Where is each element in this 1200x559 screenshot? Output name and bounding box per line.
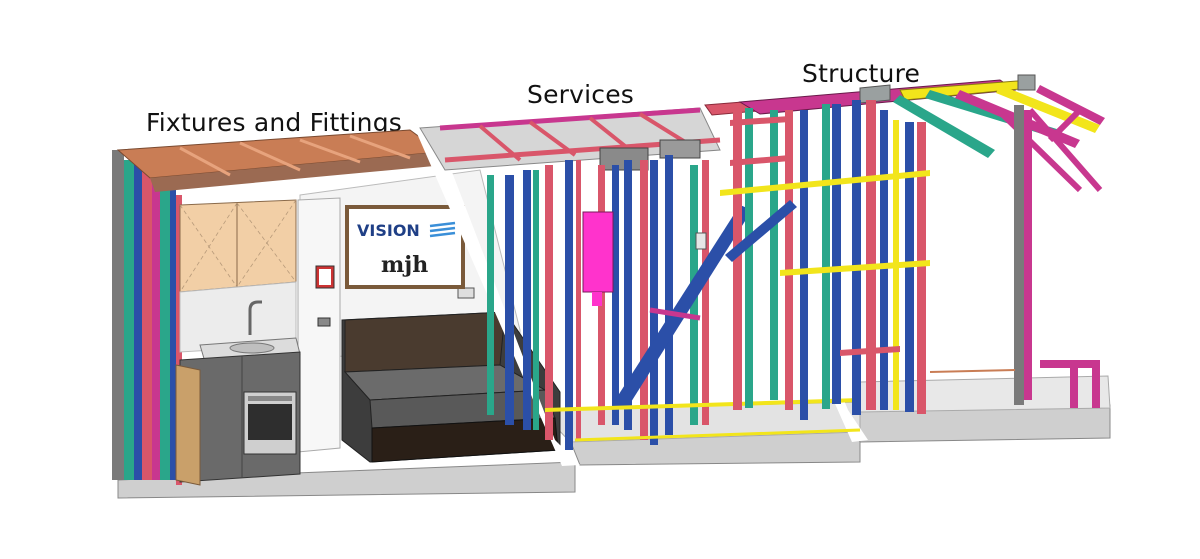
section-label-services: Services	[527, 80, 635, 109]
section-label-structure: Structure	[802, 59, 921, 88]
sign-logo-text: mjh	[381, 252, 428, 278]
section-label-fixtures: Fixtures and Fittings	[146, 108, 403, 137]
vision-sign: VISION mjh	[345, 205, 465, 289]
sign-brand-text: VISION	[357, 221, 420, 240]
structure-section	[704, 74, 1105, 420]
services-section	[419, 107, 861, 450]
